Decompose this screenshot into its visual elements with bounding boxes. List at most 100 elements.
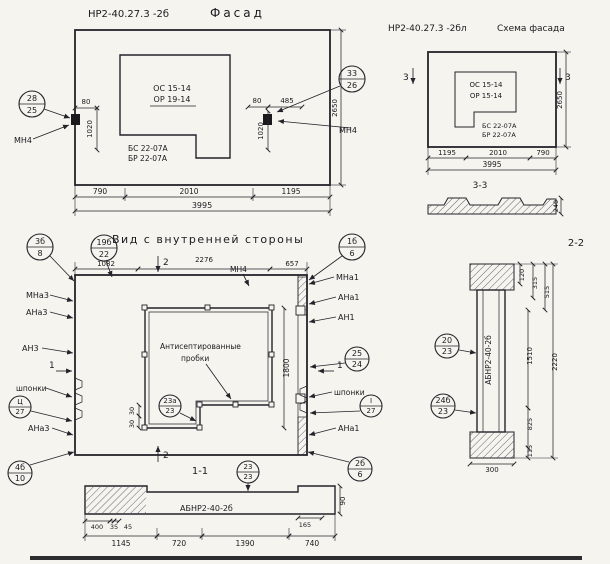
leader-line (454, 409, 477, 415)
callout-top: I (370, 397, 372, 405)
plugs-note-line1: Антисептированные (160, 342, 241, 351)
dim-825: 825 (526, 418, 534, 430)
callout-23-23: 23 23 (236, 460, 260, 491)
callout-4b-10: 4б 10 (7, 451, 75, 486)
plug-mark (268, 351, 275, 358)
leader-line (307, 450, 350, 463)
label-ana1-top: АНа1 (338, 293, 359, 302)
dim-240: 240 (552, 200, 560, 212)
dim-80-right: 80 (253, 97, 262, 105)
facade-opening-mark-2: ОР 19-14 (154, 95, 191, 104)
facade-scheme-view: НР2-40.27.3 -2бл Схема фасада ОС 15-14 О… (388, 24, 571, 217)
callout-bottom: 6 (349, 249, 354, 258)
section-1-label-right: 1 (337, 361, 343, 371)
leader-line (308, 391, 333, 399)
dim-115: 115 (526, 445, 534, 457)
dim-120: 120 (518, 269, 526, 281)
callout-bottom: 27 (16, 408, 25, 416)
inner-title: Вид с внутренней стороны (112, 233, 304, 246)
section-top-cap (469, 263, 515, 291)
section-label: АБНР2-40-2б (484, 335, 493, 385)
dim-740: 740 (305, 539, 320, 548)
dim-1020-right: 1020 (257, 122, 265, 140)
dim-790: 790 (93, 187, 108, 196)
dim-1195: 1195 (281, 187, 300, 196)
callout-25-24: 25 24 (309, 346, 370, 372)
callout-24b-23: 24б 23 (430, 393, 477, 419)
dim-1020-left: 1020 (86, 120, 94, 138)
section-label: АБНР2-40-2б (180, 504, 233, 513)
leader-line (32, 124, 70, 140)
leader-line (308, 427, 337, 436)
callout-bottom: 22 (99, 250, 109, 259)
callout-28-25: 28 25 (18, 90, 71, 119)
dim-30-a: 30 (128, 407, 136, 415)
dim-300: 300 (485, 466, 498, 474)
scheme-sill-mark-2: БР 22-07А (482, 131, 516, 139)
label-ana3-bottom: АНа3 (28, 424, 49, 433)
callout-bottom: 24 (352, 360, 362, 369)
label-shponki-left: шпонки (16, 384, 47, 393)
scheme-sill-mark-1: БС 22-07А (482, 122, 517, 130)
section-hatch (86, 487, 146, 513)
dim-515: 515 (543, 286, 551, 298)
dim-80-left: 80 (82, 98, 91, 106)
dim-35: 35 (110, 523, 118, 531)
dim-30-b: 30 (128, 420, 136, 428)
callout-33-26: 33 26 (276, 65, 366, 113)
section-3-label-left: 3 (403, 73, 409, 83)
leader-line (43, 108, 71, 119)
dim-2010: 2010 (489, 149, 507, 157)
callout-top: 4б (15, 463, 25, 472)
plug-mark (232, 401, 239, 408)
dim-90: 90 (339, 497, 347, 506)
section-2-2-title: 2-2 (568, 238, 584, 249)
section-3-3-profile (427, 197, 557, 215)
plug-mark (141, 424, 148, 431)
dim-3995: 3995 (192, 201, 212, 210)
dim-1082: 1082 (97, 260, 115, 268)
dim-720: 720 (172, 539, 187, 548)
section-2-2-view: 2-2 АБНР2-40-2б 20 23 24б 23 120 315 515 (430, 238, 584, 474)
leader-line (205, 363, 232, 400)
edge-hatch-bottom (297, 416, 308, 456)
callout-top: 20 (442, 336, 452, 345)
callout-bottom: 23 (166, 407, 175, 415)
leader-line (242, 273, 250, 287)
leader-line (308, 316, 337, 324)
keyway-left (74, 392, 83, 406)
leader-line (49, 294, 74, 302)
callout-top: 28 (27, 94, 37, 103)
dim-790: 790 (536, 149, 549, 157)
label-an1: АН1 (338, 313, 355, 322)
plug-mark (196, 424, 203, 431)
label-mna3: МНа3 (26, 291, 49, 300)
inner-view: Вид с внутренней стороны 3б 8 19б 22 1б … (7, 233, 383, 486)
callout-top: 23а (163, 397, 176, 405)
dim-1145: 1145 (111, 539, 130, 548)
callout-1b-6: 1б 6 (308, 233, 366, 281)
callout-20-23: 20 23 (434, 333, 477, 359)
leader-line (30, 410, 73, 423)
label-shponki-right: шпонки (334, 388, 365, 397)
plug-mark (141, 351, 148, 358)
scan-edge-artifact (30, 556, 582, 560)
keyway-right (299, 400, 308, 414)
callout-bottom: 25 (27, 106, 37, 115)
label-mna1: МНа1 (336, 273, 359, 282)
section-1-1-view: АБНР2-40-2б 23 23 90 165 400 35 45 1145 … (82, 460, 347, 548)
keyway-left (74, 407, 83, 421)
facade-panel-outline (74, 29, 331, 186)
callout-top: 1б (347, 237, 357, 246)
label-ana1-bottom: АНа1 (338, 424, 359, 433)
callout-bottom: 23 (442, 347, 452, 356)
label-ana3-top: АНа3 (26, 308, 47, 317)
section-2-label-top: 2 (163, 258, 169, 268)
leader-line (308, 276, 335, 285)
callout-23a-23: 23а 23 (158, 394, 197, 422)
dim-315: 315 (531, 277, 539, 289)
keyway-left (74, 377, 83, 391)
callout-top: 2б (355, 459, 365, 468)
plugs-note-line2: пробки (181, 354, 209, 363)
dim-1195: 1195 (438, 149, 456, 157)
